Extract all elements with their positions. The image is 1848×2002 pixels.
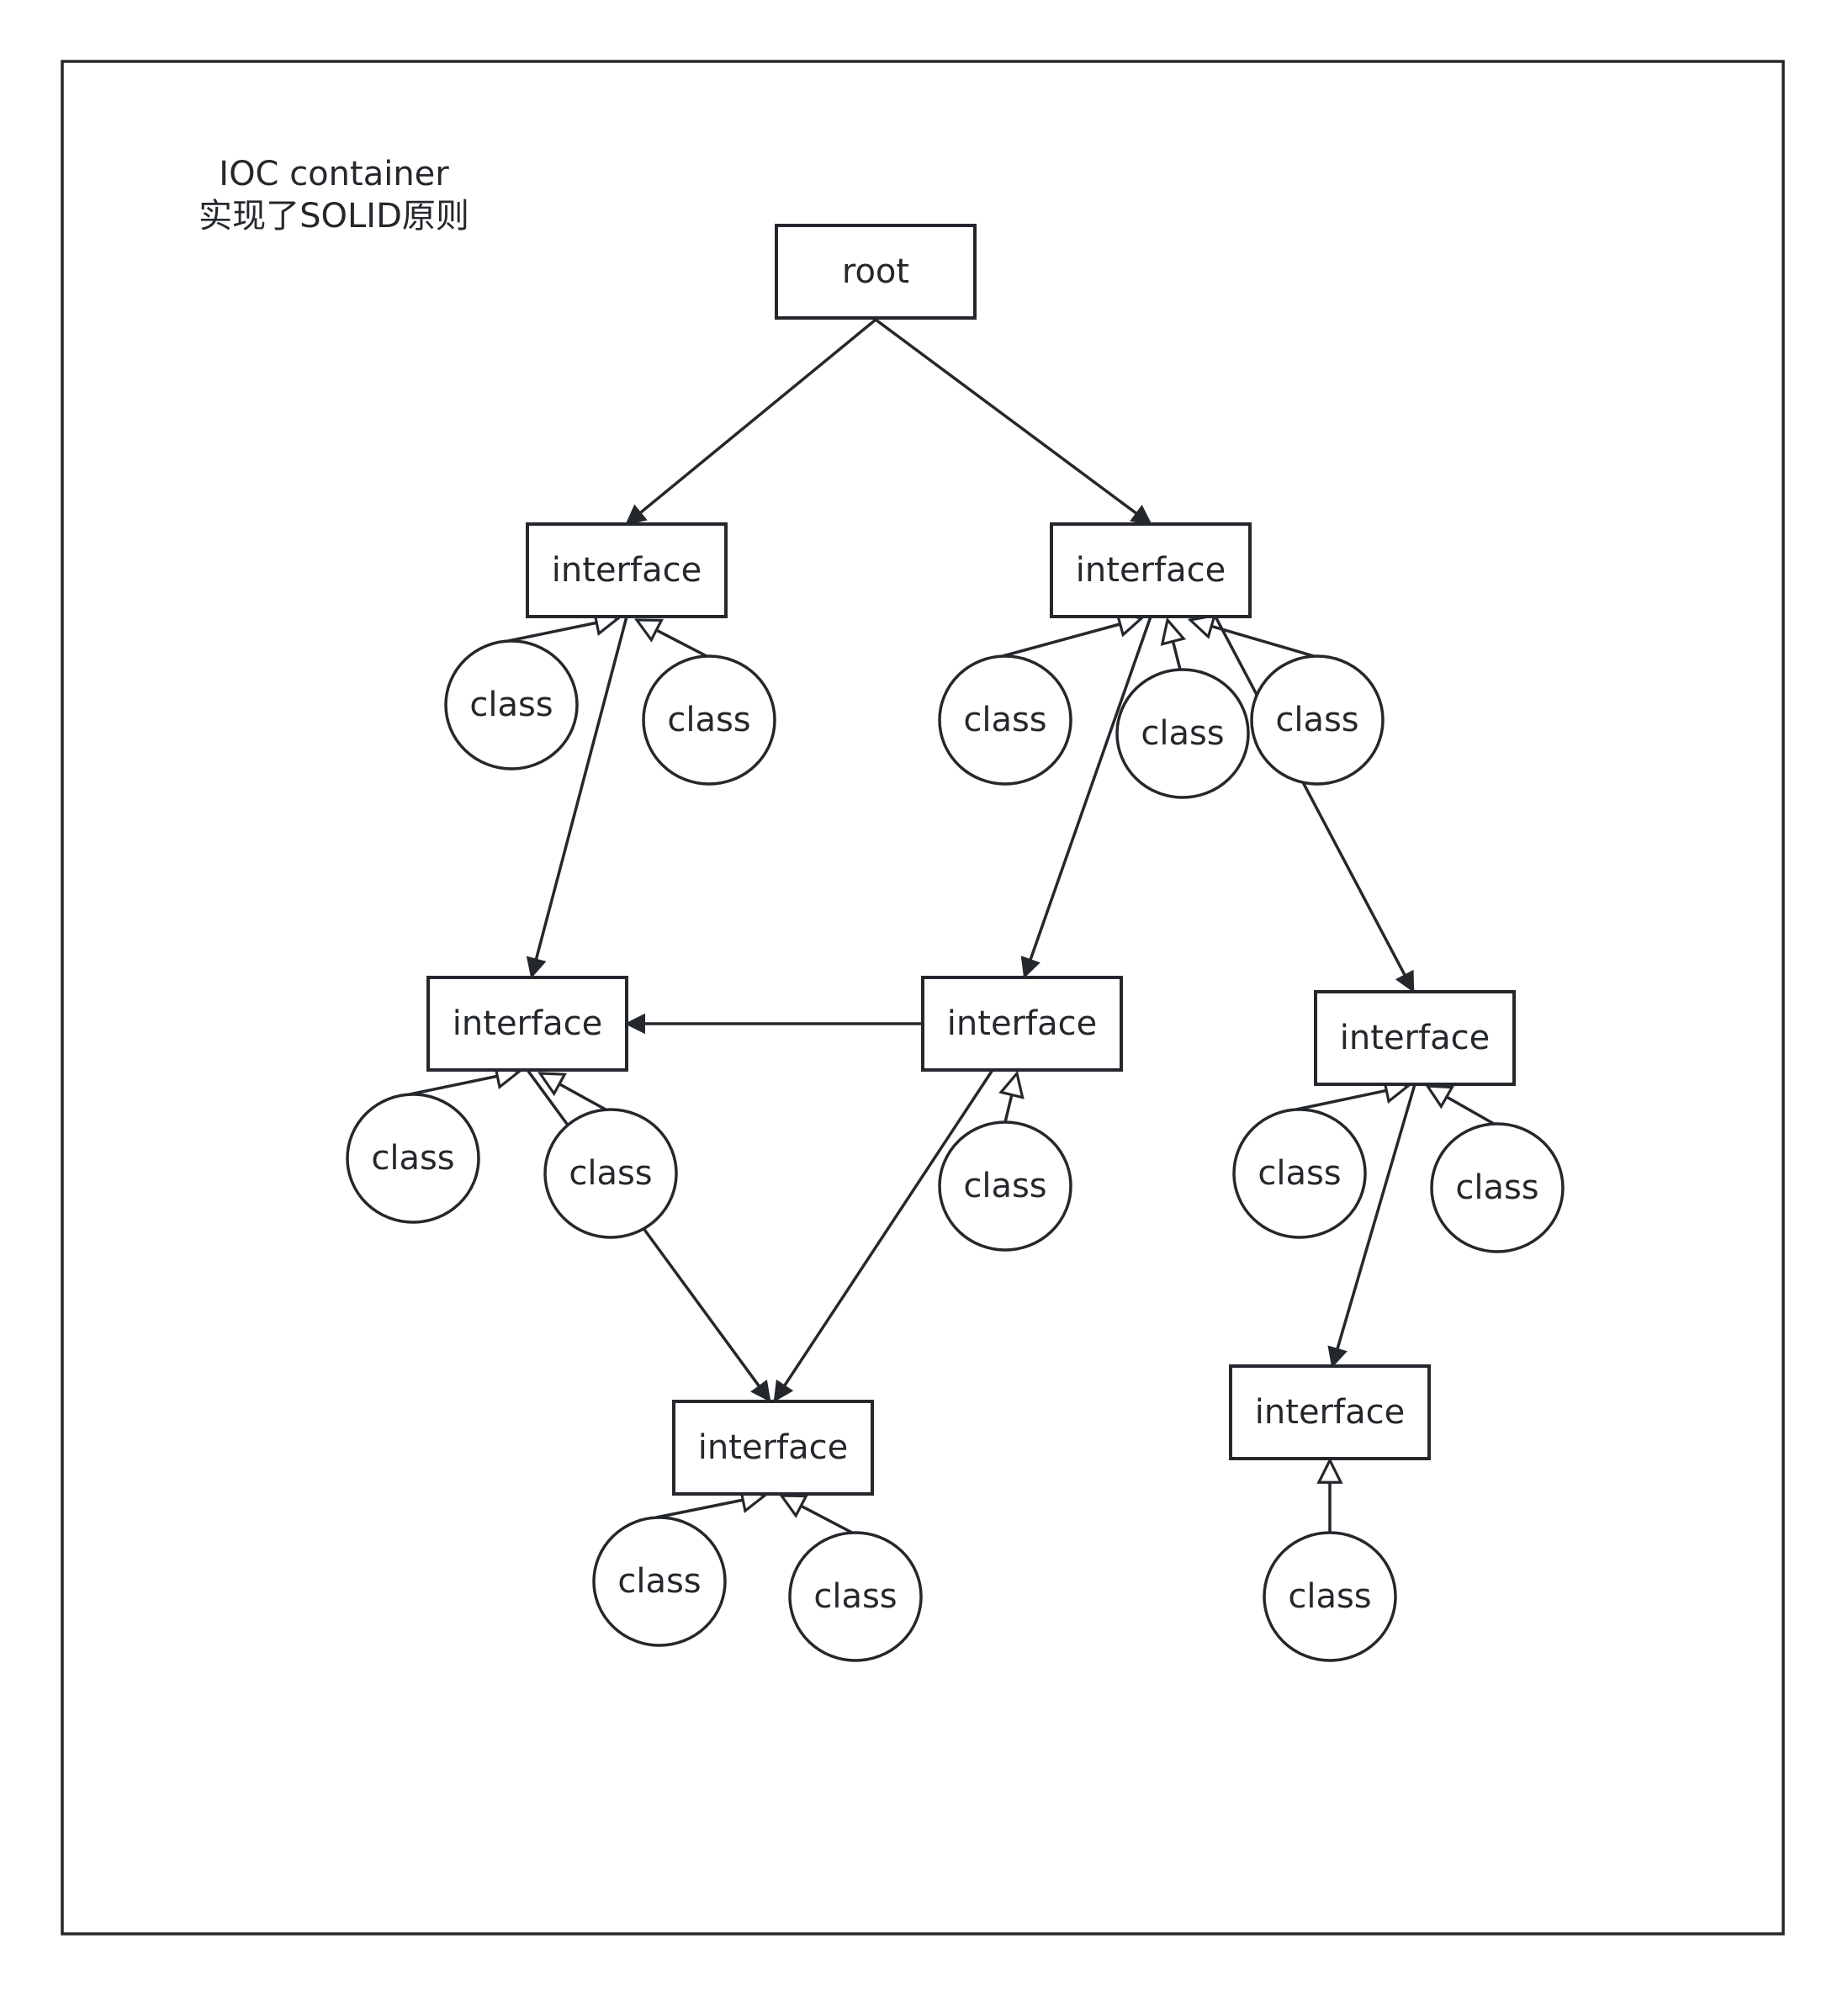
node-label: class bbox=[1455, 1168, 1538, 1207]
node-label: interface bbox=[1340, 1019, 1490, 1057]
node-circle bbox=[592, 1516, 727, 1647]
node-label: class bbox=[371, 1139, 454, 1178]
node-label: class bbox=[963, 1167, 1046, 1205]
node-box bbox=[775, 224, 977, 320]
node-label: class bbox=[813, 1577, 897, 1616]
node-box bbox=[1314, 990, 1516, 1086]
dependency-arrow-root-to-i2 bbox=[874, 318, 1152, 526]
node-label: interface bbox=[698, 1428, 848, 1467]
class-node: class bbox=[1232, 1108, 1367, 1239]
node-label: class bbox=[1258, 1154, 1341, 1193]
class-node: class bbox=[592, 1516, 727, 1647]
class-node: class bbox=[642, 654, 776, 786]
dependency-arrow-i5-to-i7 bbox=[1327, 1083, 1416, 1369]
class-node: class bbox=[543, 1108, 678, 1239]
implements-arrow-c4-to-i2 bbox=[1168, 620, 1180, 670]
edges-layer bbox=[409, 318, 1495, 1534]
interface-node: interface bbox=[672, 1400, 874, 1496]
interface-node: interface bbox=[426, 976, 628, 1072]
node-label: class bbox=[1141, 714, 1224, 753]
interface-node: interface bbox=[1050, 522, 1252, 618]
class-node: class bbox=[444, 639, 579, 771]
node-circle bbox=[788, 1531, 923, 1662]
class-node: class bbox=[1250, 654, 1385, 786]
interface-node: interface bbox=[1229, 1364, 1431, 1460]
dependency-arrow-i4-to-i6 bbox=[773, 1069, 994, 1403]
node-circle bbox=[1430, 1122, 1565, 1253]
dependency-arrow-i2-to-i4 bbox=[1020, 616, 1152, 979]
class-node: class bbox=[1115, 668, 1250, 799]
nodes-layer: root interface interface interface interface… bbox=[346, 224, 1565, 1662]
node-circle bbox=[938, 1120, 1072, 1252]
class-node: class bbox=[1430, 1122, 1565, 1253]
node-circle bbox=[1232, 1108, 1367, 1239]
node-box bbox=[526, 522, 728, 618]
class-node: class bbox=[788, 1531, 923, 1662]
title-line-1: IOC container bbox=[219, 155, 449, 193]
node-label: class bbox=[569, 1154, 652, 1193]
node-circle bbox=[938, 654, 1072, 786]
node-label: interface bbox=[1076, 551, 1226, 590]
node-label: root bbox=[842, 252, 909, 291]
node-box bbox=[1050, 522, 1252, 618]
node-label: class bbox=[963, 701, 1046, 739]
dependency-arrow-i2-to-i5 bbox=[1214, 616, 1415, 993]
implements-arrow-c10-to-i5 bbox=[1427, 1086, 1495, 1125]
implements-arrow-c7-to-i3 bbox=[540, 1073, 606, 1111]
implements-arrow-c1-to-i1 bbox=[507, 618, 618, 643]
dependency-arrow-root-to-i1 bbox=[625, 318, 877, 526]
node-circle bbox=[642, 654, 776, 786]
interface-node: interface bbox=[526, 522, 728, 618]
node-box bbox=[672, 1400, 874, 1496]
implements-arrow-c8-to-i4 bbox=[1005, 1073, 1017, 1123]
node-label: class bbox=[1275, 701, 1358, 739]
dependency-arrow-i1-to-i3 bbox=[526, 616, 628, 979]
node-label: interface bbox=[947, 1004, 1097, 1043]
node-circle bbox=[1115, 668, 1250, 799]
node-label: interface bbox=[552, 551, 702, 590]
interface-node: interface bbox=[921, 976, 1123, 1072]
class-node: class bbox=[346, 1093, 480, 1224]
container-frame bbox=[61, 60, 1785, 1936]
implements-arrow-c9-to-i5 bbox=[1295, 1086, 1408, 1111]
root-node: root bbox=[775, 224, 977, 320]
node-circle bbox=[444, 639, 579, 771]
interface-node: interface bbox=[1314, 990, 1516, 1086]
node-box bbox=[921, 976, 1123, 1072]
title-line-2: 实现了SOLID原则 bbox=[199, 197, 469, 236]
class-node: class bbox=[938, 654, 1072, 786]
implements-arrow-c6-to-i3 bbox=[409, 1072, 519, 1096]
node-label: class bbox=[469, 686, 553, 724]
node-circle bbox=[1263, 1531, 1397, 1662]
node-box bbox=[426, 976, 628, 1072]
node-circle bbox=[346, 1093, 480, 1224]
node-label: class bbox=[617, 1562, 701, 1601]
implements-arrow-c12-to-i6 bbox=[781, 1496, 853, 1534]
node-label: interface bbox=[453, 1004, 602, 1043]
node-label: class bbox=[667, 701, 750, 739]
node-label: class bbox=[1288, 1577, 1371, 1616]
implements-arrow-c3-to-i2 bbox=[1002, 618, 1141, 658]
implements-arrow-c11-to-i6 bbox=[655, 1496, 765, 1519]
implements-arrow-c2-to-i1 bbox=[637, 620, 707, 658]
class-node: class bbox=[1263, 1531, 1397, 1662]
node-circle bbox=[543, 1108, 678, 1239]
node-circle bbox=[1250, 654, 1385, 786]
implements-arrow-c5-to-i2 bbox=[1190, 620, 1315, 658]
class-node: class bbox=[938, 1120, 1072, 1252]
node-label: interface bbox=[1255, 1393, 1405, 1432]
node-box bbox=[1229, 1364, 1431, 1460]
